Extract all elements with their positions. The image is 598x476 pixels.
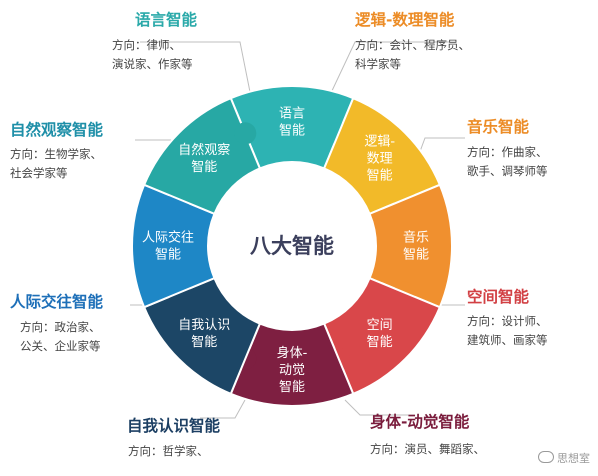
watermark-text: 思想室 — [557, 452, 590, 465]
title-linguistic: 语言智能 — [135, 11, 198, 29]
segment-label-spatial: 空间智能 — [367, 318, 393, 350]
segment-label-intrapersonal: 自我认识智能 — [178, 318, 230, 350]
segment-label-line: 智能 — [191, 160, 217, 175]
desc-line: 方向：设计师、 — [467, 314, 548, 328]
segment-label-line: 自然观察 — [178, 142, 230, 158]
title-musical: 音乐智能 — [467, 118, 530, 136]
segment-label-line: 逻辑- — [364, 134, 395, 149]
leader-bodily — [344, 399, 415, 416]
title-logical: 逻辑-数理智能 — [355, 11, 455, 29]
segment-label-line: 智能 — [279, 380, 305, 395]
desc-line: 社会学家等 — [10, 166, 68, 180]
center-label: 八大智能 — [250, 234, 334, 258]
segment-label-line: 智能 — [155, 248, 181, 263]
leader-intrapersonal — [200, 399, 246, 419]
desc-line: 方向：作曲家、 — [467, 145, 548, 159]
desc-line: 方向：政治家、 — [20, 320, 101, 334]
title-spatial: 空间智能 — [467, 288, 530, 306]
segment-label-bodily: 身体- 动觉智能 — [277, 345, 308, 395]
segment-label-line: 人际交往 — [142, 230, 194, 246]
title-interpersonal: 人际交往智能 — [10, 293, 104, 311]
segment-label-line: 空间 — [367, 318, 393, 333]
title-naturalist: 自然观察智能 — [10, 121, 104, 139]
segment-label-layer: 语言智能逻辑-数理智能音乐智能空间智能身体-动觉智能自我认识智能人际交往智能自然… — [142, 107, 429, 396]
segment-label-line: 智能 — [367, 168, 393, 183]
segment-label-naturalist: 自然观察智能 — [178, 142, 230, 175]
segment-label-logical: 逻辑- 数理智能 — [364, 134, 395, 183]
desc-line: 科学家等 — [355, 57, 401, 71]
segment-label-line: 动觉 — [279, 363, 305, 378]
leader-linguistic — [140, 41, 251, 93]
desc-linguistic: 方向：律师、 演说家、作家等 — [112, 36, 193, 74]
center-hub — [208, 162, 376, 330]
desc-line: 演说家、作家等 — [112, 57, 193, 71]
segment-label-line: 语言 — [279, 107, 305, 122]
segment-label-musical: 音乐智能 — [403, 230, 429, 263]
wechat-icon — [538, 451, 554, 463]
desc-interpersonal: 方向：政治家、 公关、企业家等 — [20, 318, 101, 356]
segment-label-line: 身体- — [277, 345, 308, 361]
desc-naturalist: 方向：生物学家、 社会学家等 — [10, 145, 102, 183]
desc-intrapersonal: 方向：哲学家、 — [128, 442, 209, 461]
puzzle-knob-naturalist — [234, 122, 257, 145]
desc-line: 歌手、调琴师等 — [467, 164, 548, 178]
desc-bodily: 方向：演员、舞蹈家、 — [370, 440, 485, 459]
desc-line: 方向：演员、舞蹈家、 — [370, 442, 485, 456]
title-bodily: 身体-动觉智能 — [370, 413, 470, 431]
segment-label-line: 智能 — [403, 248, 429, 263]
desc-logical: 方向：会计、程序员、 科学家等 — [355, 36, 470, 74]
segment-label-line: 智能 — [191, 335, 217, 350]
desc-musical: 方向：作曲家、 歌手、调琴师等 — [467, 143, 548, 181]
desc-line: 建筑师、画家等 — [467, 333, 548, 347]
segment-label-line: 音乐 — [403, 230, 429, 246]
watermark: 思想室 — [538, 450, 590, 466]
segment-label-linguistic: 语言智能 — [279, 107, 305, 139]
leader-logical — [329, 41, 455, 96]
segment-label-line: 智能 — [367, 335, 393, 350]
segment-label-line: 自我认识 — [178, 318, 230, 333]
segment-label-interpersonal: 人际交往智能 — [142, 230, 194, 263]
desc-line: 方向：会计、程序员、 — [355, 38, 470, 52]
segment-label-line: 数理 — [367, 151, 393, 166]
desc-line: 方向：哲学家、 — [128, 444, 209, 458]
desc-line: 公关、企业家等 — [20, 339, 101, 353]
title-intrapersonal: 自我认识智能 — [127, 417, 221, 435]
segment-label-line: 智能 — [279, 124, 305, 139]
desc-line: 方向：律师、 — [112, 38, 181, 52]
desc-line: 方向：生物学家、 — [10, 147, 102, 161]
desc-spatial: 方向：设计师、 建筑师、画家等 — [467, 312, 548, 350]
